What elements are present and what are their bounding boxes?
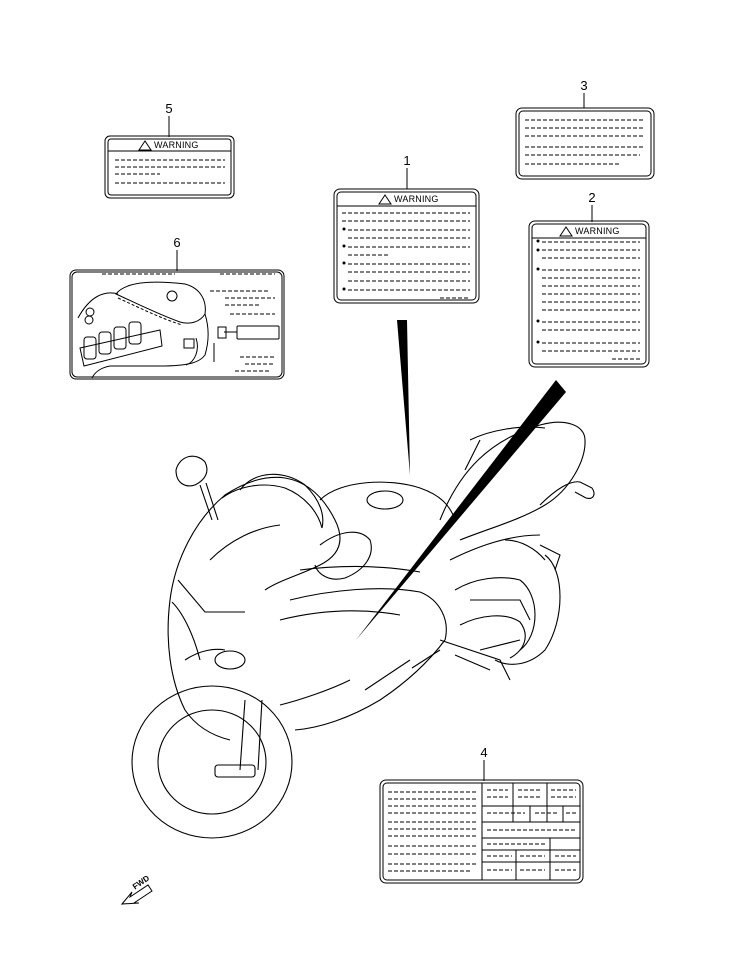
- warning-triangle-icon: [138, 140, 152, 151]
- warning-text-1: WARNING: [394, 194, 439, 204]
- pointer-label-2: [356, 380, 566, 640]
- pointer-label-1: [397, 320, 410, 475]
- callout-1: 1: [403, 153, 411, 168]
- label-5[interactable]: [104, 116, 235, 199]
- warning-triangle-icon: [378, 194, 392, 205]
- warning-triangle-icon: [559, 226, 573, 237]
- warning-text-2: WARNING: [575, 226, 620, 236]
- callout-2: 2: [588, 190, 596, 205]
- callout-4: 4: [480, 745, 488, 760]
- label-2[interactable]: [528, 205, 650, 368]
- callout-5: 5: [165, 101, 173, 116]
- motorcycle-outline: [131, 421, 595, 839]
- label-1[interactable]: [333, 168, 480, 304]
- label-3[interactable]: [515, 93, 655, 180]
- callout-3: 3: [580, 78, 588, 93]
- label-6[interactable]: [69, 250, 285, 380]
- label-4[interactable]: [379, 760, 584, 884]
- forward-arrow-icon: [120, 884, 153, 905]
- callout-6: 6: [173, 235, 181, 250]
- warning-text-5: WARNING: [154, 140, 199, 150]
